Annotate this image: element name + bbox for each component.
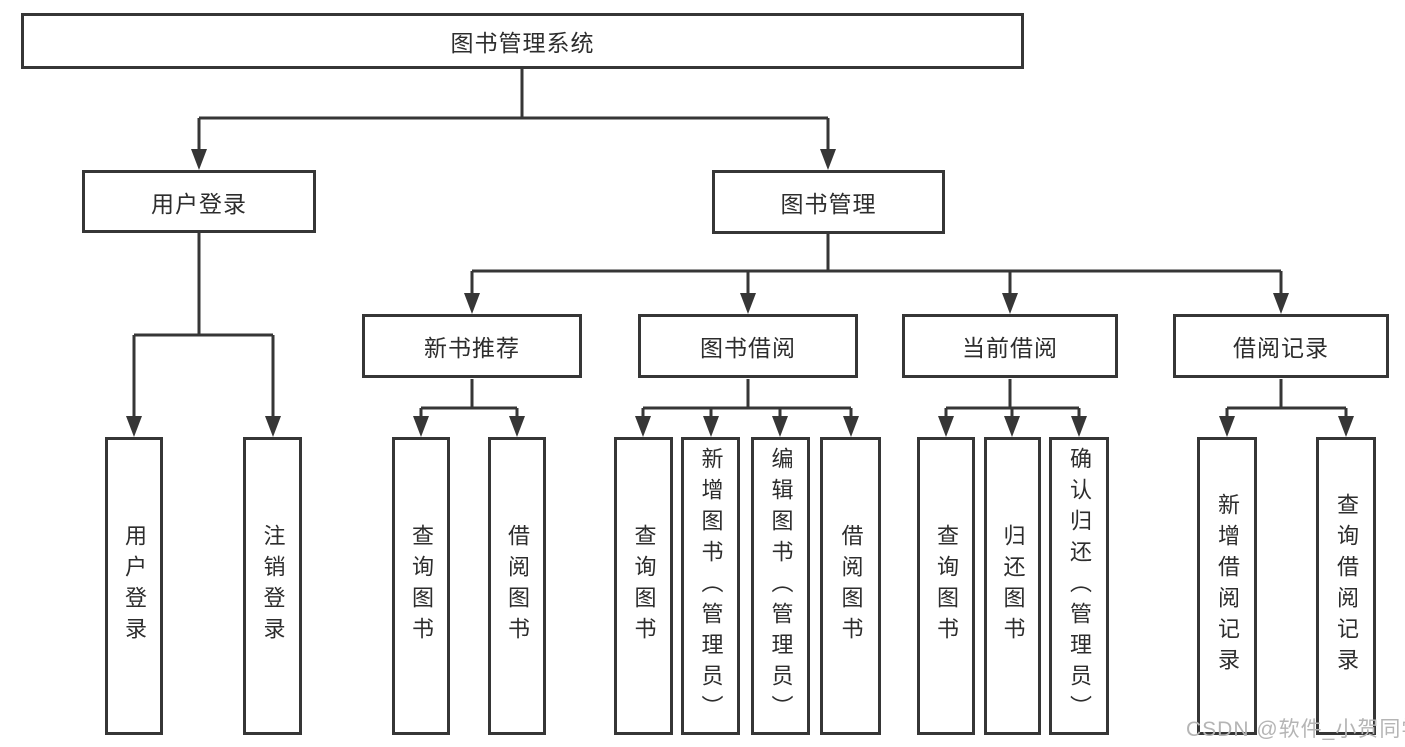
leaf-query-book-borrow: 查询图书 bbox=[614, 437, 673, 735]
leaf-query-book-recommend: 查询图书 bbox=[392, 437, 450, 735]
leaf-return-book: 归还图书 bbox=[984, 437, 1041, 735]
leaf-borrow-book-recommend: 借阅图书 bbox=[488, 437, 546, 735]
node-root: 图书管理系统 bbox=[21, 13, 1024, 69]
leaf-borrow-book: 借阅图书 bbox=[820, 437, 881, 735]
leaf-edit-book-admin: 编辑图书（管理员） bbox=[751, 437, 810, 735]
node-book-management: 图书管理 bbox=[712, 170, 945, 234]
leaf-query-book-current: 查询图书 bbox=[917, 437, 975, 735]
node-new-book-recommend: 新书推荐 bbox=[362, 314, 582, 378]
leaf-query-borrow-record: 查询借阅记录 bbox=[1316, 437, 1376, 735]
node-borrow-record: 借阅记录 bbox=[1173, 314, 1389, 378]
leaf-confirm-return-admin: 确认归还（管理员） bbox=[1049, 437, 1109, 735]
leaf-user-login: 用户登录 bbox=[105, 437, 163, 735]
node-book-borrow: 图书借阅 bbox=[638, 314, 858, 378]
leaf-add-book-admin: 新增图书（管理员） bbox=[681, 437, 740, 735]
leaf-logout: 注销登录 bbox=[243, 437, 302, 735]
node-user-login: 用户登录 bbox=[82, 170, 316, 233]
node-current-borrow: 当前借阅 bbox=[902, 314, 1118, 378]
leaf-add-borrow-record: 新增借阅记录 bbox=[1197, 437, 1257, 735]
csdn-watermark: CSDN @软件_小贺同学 bbox=[1186, 718, 1405, 741]
arrowheads bbox=[126, 149, 1354, 437]
